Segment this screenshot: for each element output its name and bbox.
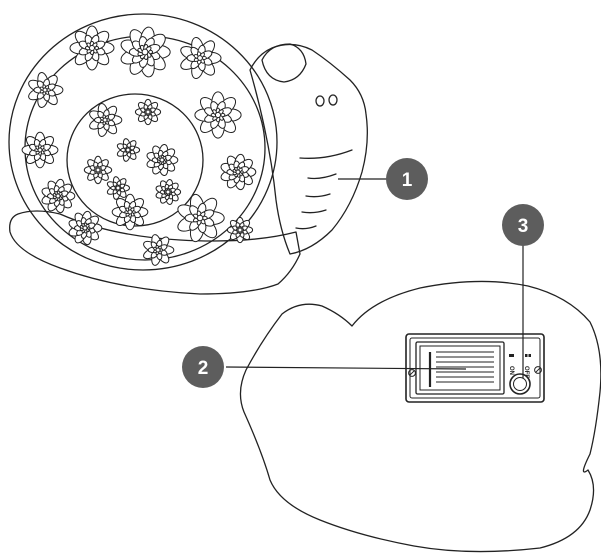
snail-fold — [308, 174, 336, 179]
succulent-rosette — [70, 26, 114, 70]
succulent-rosette — [41, 179, 75, 214]
succulent-rosette — [142, 234, 174, 266]
succulent-rosette — [22, 132, 58, 168]
snail-fold — [296, 226, 316, 229]
callout-1-label: 1 — [402, 170, 413, 191]
succulent-rosette — [68, 211, 102, 246]
succulent-rosette — [116, 138, 139, 162]
solar-panel — [416, 342, 504, 394]
succulent-rosette — [119, 26, 170, 78]
callout-2: 2 — [182, 346, 224, 388]
snail-body — [250, 44, 367, 254]
switch-off-mark: OFF — [523, 354, 531, 378]
succulent-rosette — [27, 72, 63, 109]
callout-3: 3 — [502, 204, 544, 246]
callout-1: 1 — [386, 158, 428, 200]
switch-on-mark: ON — [508, 354, 514, 375]
succulent-rosette — [195, 92, 241, 138]
succulent-rosette — [146, 144, 178, 176]
snail-bottom-view — [240, 281, 600, 551]
bottom-outline — [240, 281, 600, 551]
succulent-rosette — [106, 176, 129, 200]
succulent-rosette — [135, 99, 160, 124]
callout-2-label: 2 — [198, 358, 209, 379]
succulent-rosette — [220, 154, 256, 191]
snail-fold — [306, 194, 330, 197]
switch-on-label: ON — [508, 366, 514, 375]
snail-eye-left — [316, 96, 324, 106]
callout-3-label: 3 — [518, 216, 529, 237]
snail-mouth — [300, 150, 352, 158]
succulent-rosette — [155, 179, 181, 205]
succulent-rosette — [227, 217, 252, 242]
snail-fold — [302, 210, 326, 213]
snail-eye-right — [329, 95, 337, 105]
succulent-rosette — [175, 193, 224, 243]
switch-off-label: OFF — [523, 366, 529, 378]
succulent-decoration — [22, 26, 256, 266]
succulent-rosette — [112, 194, 148, 230]
succulent-rosette — [84, 156, 111, 183]
